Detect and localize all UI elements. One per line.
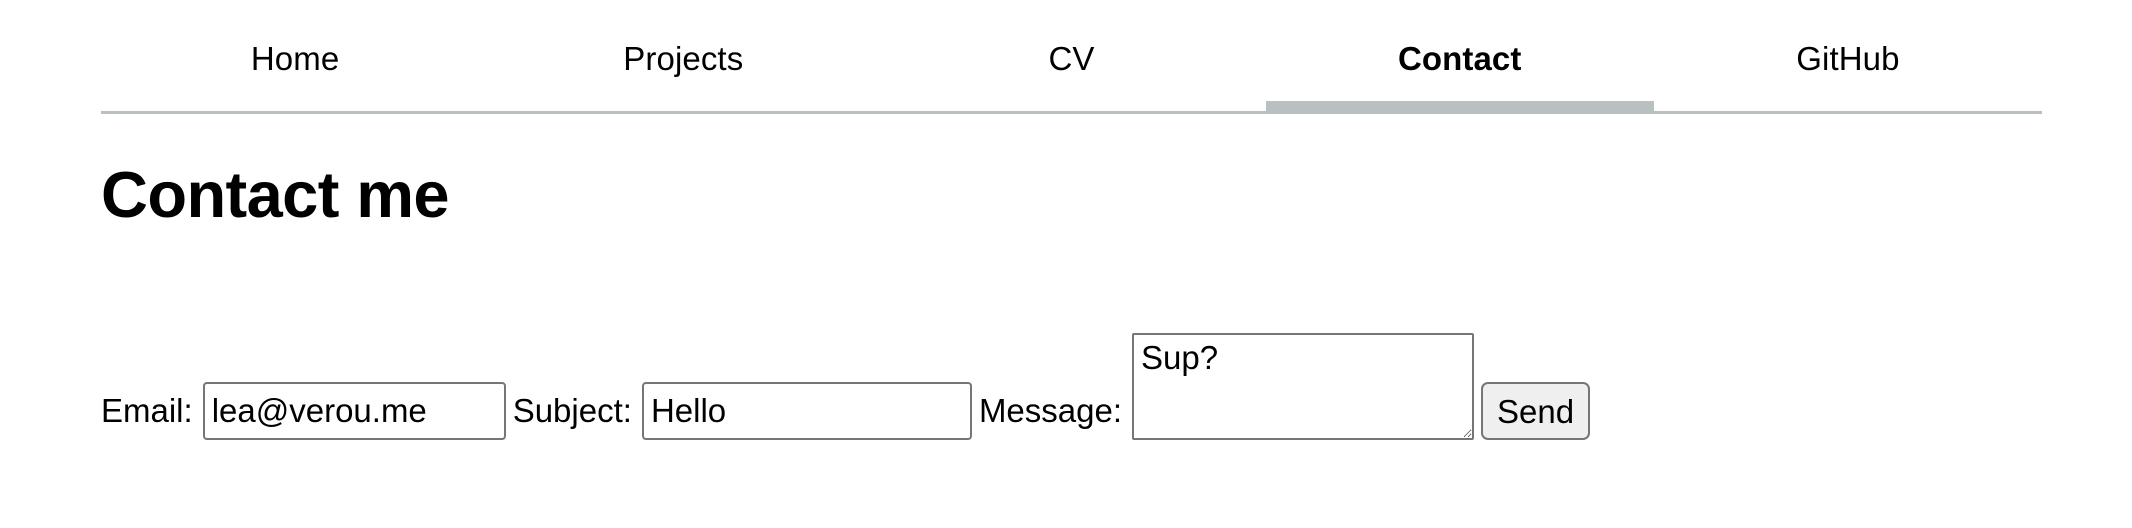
page-title: Contact me bbox=[101, 158, 450, 231]
nav-item-cv[interactable]: CV bbox=[877, 14, 1265, 111]
email-field-group: Email: bbox=[101, 382, 506, 440]
nav-item-home[interactable]: Home bbox=[101, 14, 489, 111]
nav-link-cv[interactable]: CV bbox=[1048, 40, 1095, 77]
nav-link-projects[interactable]: Projects bbox=[623, 40, 744, 77]
subject-input[interactable] bbox=[641, 382, 972, 440]
nav-item-contact[interactable]: Contact bbox=[1265, 14, 1655, 114]
nav-list: Home Projects CV Contact GitHub bbox=[101, 14, 2042, 114]
send-button[interactable]: Send bbox=[1481, 382, 1591, 440]
message-textarea[interactable] bbox=[1132, 333, 1475, 440]
nav-link-contact[interactable]: Contact bbox=[1397, 40, 1522, 77]
subject-field-group: Subject: bbox=[506, 382, 972, 440]
nav-item-github[interactable]: GitHub bbox=[1654, 14, 2042, 111]
site-navigation: Home Projects CV Contact GitHub bbox=[101, 14, 2042, 114]
message-label: Message: bbox=[978, 392, 1123, 429]
email-label: Email: bbox=[101, 392, 193, 429]
nav-item-projects[interactable]: Projects bbox=[489, 14, 877, 111]
email-input[interactable] bbox=[202, 382, 506, 440]
subject-label: Subject: bbox=[512, 392, 632, 429]
nav-link-home[interactable]: Home bbox=[250, 40, 340, 77]
contact-form: Email: Subject: Message: Send bbox=[101, 290, 2042, 440]
nav-link-github[interactable]: GitHub bbox=[1796, 40, 1900, 77]
message-field-group: Message: Send bbox=[972, 333, 1591, 440]
